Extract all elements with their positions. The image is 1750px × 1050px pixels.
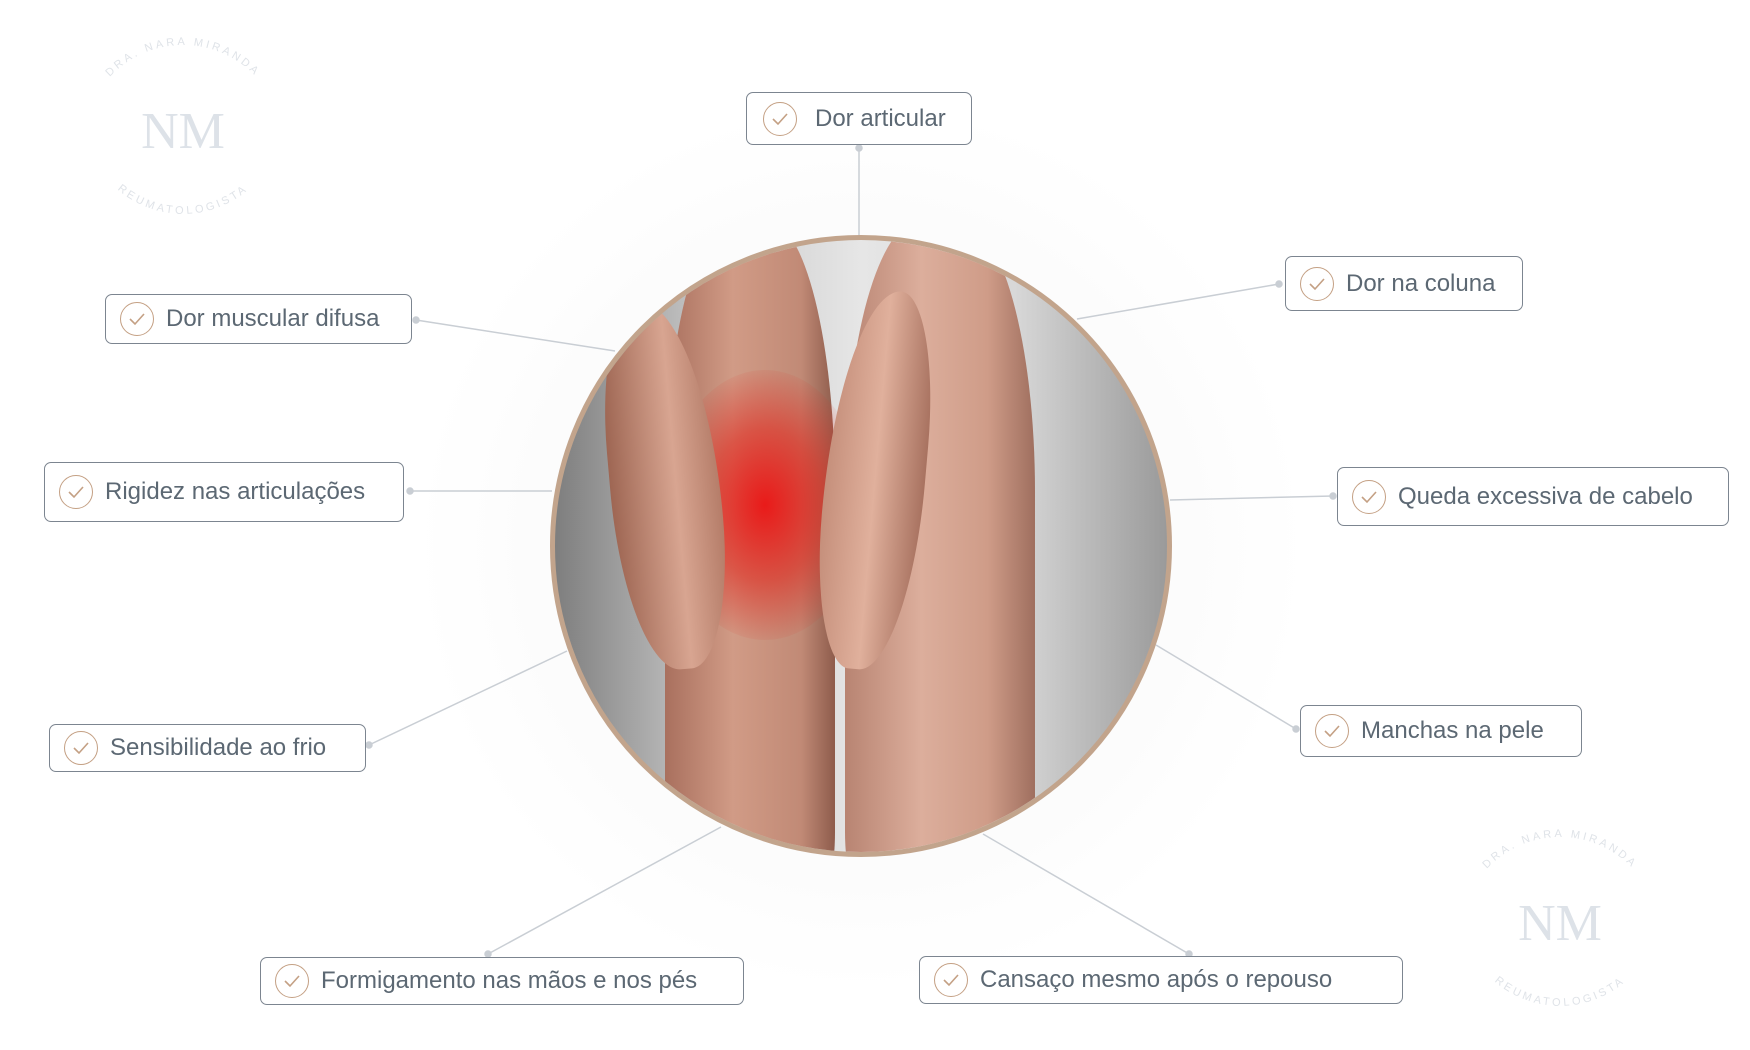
symptom-label: Cansaço mesmo após o repouso [980, 966, 1333, 993]
connector-line [415, 319, 616, 352]
symptom-tag-cansaco: Cansaço mesmo após o repouso [919, 956, 1403, 1004]
check-circle-icon [763, 101, 797, 136]
connector-line [1169, 495, 1334, 501]
svg-text:REUMATOLOGISTA: REUMATOLOGISTA [1492, 974, 1627, 1009]
check-circle-icon [59, 475, 93, 509]
symptom-label: Manchas na pele [1361, 717, 1544, 744]
symptom-label: Dor na coluna [1346, 269, 1496, 297]
symptom-tag-dor-muscular: Dor muscular difusa [105, 294, 412, 344]
connector-line [1155, 644, 1297, 730]
logo-monogram: NM [141, 103, 225, 160]
svg-text:DRA. NARA MIRANDA: DRA. NARA MIRANDA [1480, 828, 1639, 871]
symptom-label: Rigidez nas articulações [105, 478, 366, 505]
symptom-label: Formigamento nas mãos e nos pés [321, 967, 698, 994]
check-circle-icon [1300, 266, 1334, 301]
symptom-tag-manchas-pele: Manchas na pele [1300, 705, 1582, 757]
connector-line [368, 650, 568, 746]
knee-pain-photo [550, 235, 1172, 857]
logo-monogram: NM [1518, 895, 1602, 952]
svg-text:REUMATOLOGISTA: REUMATOLOGISTA [115, 182, 250, 217]
logo-bottom-text: REUMATOLOGISTA [115, 182, 247, 217]
symptom-label: Queda excessiva de cabelo [1398, 482, 1693, 510]
check-circle-icon [1315, 714, 1349, 748]
symptom-label: Dor articular [815, 104, 946, 132]
symptom-tag-formigamento: Formigamento nas mãos e nos pés [260, 957, 744, 1005]
symptom-tag-dor-coluna: Dor na coluna [1285, 256, 1523, 311]
logo-bottom-text: REUMATOLOGISTA [1492, 974, 1624, 1009]
check-circle-icon [64, 731, 98, 765]
symptom-tag-sensibilidade-frio: Sensibilidade ao frio [49, 724, 366, 772]
check-circle-icon [120, 302, 154, 336]
logo-top-text: DRA. NARA MIRANDA [103, 36, 259, 79]
watermark-logo: DRA. NARA MIRANDA REUMATOLOGISTA NM [1460, 812, 1660, 1032]
watermark-logo: DRA. NARA MIRANDA REUMATOLOGISTA NM [83, 20, 283, 240]
check-circle-icon [275, 964, 309, 998]
check-circle-icon [934, 963, 968, 997]
check-circle-icon [1352, 479, 1386, 514]
svg-text:DRA. NARA MIRANDA: DRA. NARA MIRANDA [103, 36, 262, 79]
connector-line [1076, 283, 1280, 320]
symptom-label: Sensibilidade ao frio [110, 734, 327, 761]
symptom-label: Dor muscular difusa [166, 305, 380, 332]
symptom-tag-rigidez: Rigidez nas articulações [44, 462, 404, 522]
logo-top-text: DRA. NARA MIRANDA [1480, 828, 1636, 871]
connector-line [982, 833, 1190, 955]
symptom-tag-dor-articular: Dor articular [746, 92, 972, 145]
symptom-tag-queda-cabelo: Queda excessiva de cabelo [1337, 467, 1729, 526]
